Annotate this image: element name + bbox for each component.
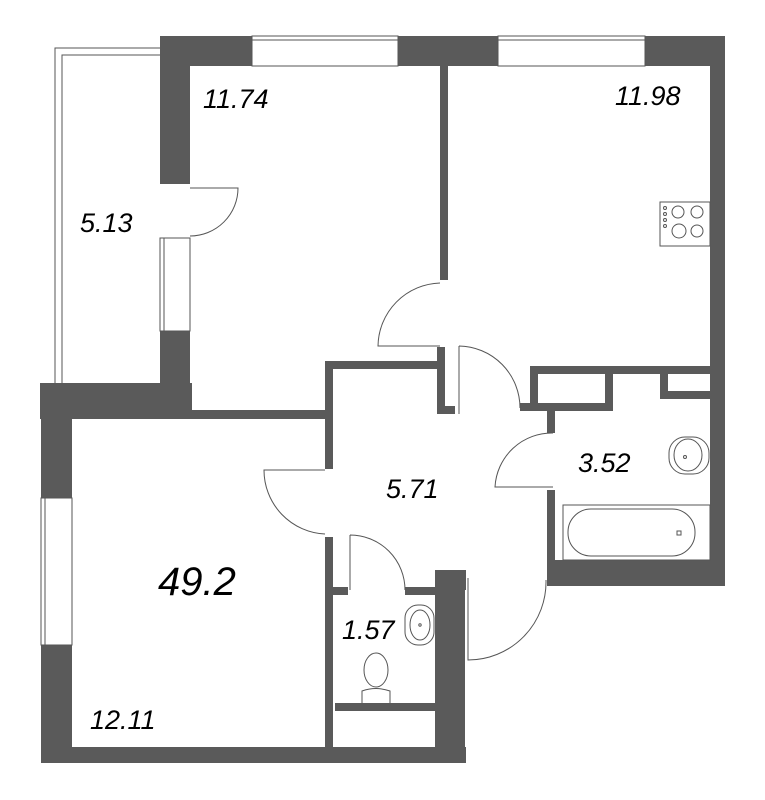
wall	[538, 403, 613, 411]
wall	[41, 645, 72, 763]
room-area-hallway: 5.71	[386, 474, 439, 504]
wall	[435, 570, 465, 755]
door-swing	[494, 432, 554, 488]
wall	[660, 391, 710, 399]
wall	[398, 36, 498, 66]
door-swing	[189, 187, 239, 237]
wall	[440, 66, 448, 280]
wall	[520, 403, 540, 411]
window	[40, 497, 73, 646]
wall	[710, 36, 725, 226]
window	[159, 237, 191, 332]
walls	[40, 36, 725, 763]
wall	[530, 366, 725, 374]
room-area-loggia: 5.13	[80, 208, 133, 238]
room-area-bathroom: 3.52	[578, 448, 631, 478]
door-swing	[349, 534, 406, 591]
stove-icon	[659, 201, 711, 247]
wall	[335, 703, 435, 711]
windows	[40, 35, 646, 646]
wall	[325, 361, 445, 369]
room-area-living-room: 12.11	[90, 705, 156, 735]
door-swing	[377, 282, 441, 347]
room-area-wc: 1.57	[342, 615, 395, 645]
loggia-glazing	[54, 47, 160, 383]
wall	[547, 490, 555, 585]
wall	[41, 747, 466, 763]
wall	[333, 587, 348, 595]
wall	[325, 537, 333, 754]
window	[497, 35, 646, 67]
wall	[605, 374, 613, 411]
door-swing	[467, 578, 547, 661]
sink-icon	[404, 604, 435, 646]
wall	[437, 406, 455, 414]
sink-icon	[668, 436, 710, 475]
wall	[405, 587, 435, 595]
wall	[41, 383, 72, 498]
door-swing	[263, 469, 326, 535]
doors	[189, 187, 554, 661]
total-area: 49.2	[158, 560, 236, 604]
wall	[547, 560, 725, 586]
wall	[547, 403, 555, 433]
wall	[660, 374, 668, 399]
window	[251, 35, 399, 67]
fixtures	[361, 201, 711, 703]
wall	[446, 570, 466, 590]
wall	[190, 410, 325, 419]
wall	[710, 226, 725, 586]
wall	[160, 36, 190, 184]
room-area-kitchen: 11.98	[615, 81, 681, 111]
wall	[325, 361, 333, 469]
wall	[530, 366, 538, 411]
bathtub-icon	[562, 504, 711, 561]
toilet-icon	[361, 652, 391, 703]
door-swing	[458, 345, 521, 414]
room-area-bedroom: 11.74	[203, 84, 269, 114]
wall	[437, 347, 445, 414]
